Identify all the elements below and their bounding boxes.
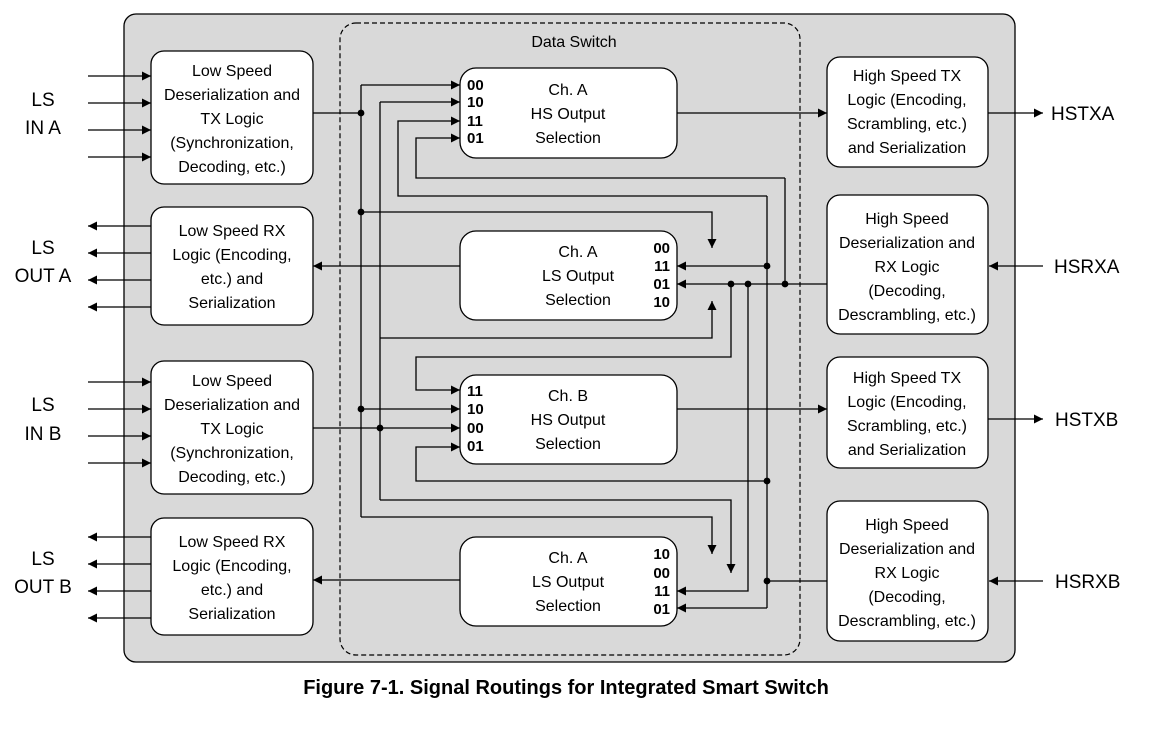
svg-text:Low Speed RX: Low Speed RX: [179, 534, 286, 551]
hstxb-label: HSTXB: [1055, 410, 1118, 431]
svg-text:Scrambling, etc.): Scrambling, etc.): [847, 418, 967, 435]
svg-text:TX Logic: TX Logic: [200, 111, 263, 128]
svg-text:TX Logic: TX Logic: [200, 421, 263, 438]
ls-in-a-label: LS: [31, 90, 54, 111]
svg-text:Low Speed RX: Low Speed RX: [179, 223, 286, 240]
hstxa-label: HSTXA: [1051, 104, 1115, 125]
svg-text:01: 01: [653, 601, 670, 618]
svg-text:Low Speed: Low Speed: [192, 373, 272, 390]
svg-text:Decoding, etc.): Decoding, etc.): [178, 469, 286, 486]
svg-text:01: 01: [467, 438, 484, 455]
ls-in-a-label-2: IN A: [25, 118, 61, 139]
svg-text:11: 11: [654, 258, 670, 275]
ch-b-hs-output-selection-mux: Ch. B HS Output Selection 11 10 00 01: [459, 374, 678, 465]
ls-out-b-label: LS: [31, 549, 54, 570]
svg-text:Deserialization and: Deserialization and: [164, 87, 300, 104]
svg-text:11: 11: [654, 583, 670, 600]
svg-text:00: 00: [653, 565, 670, 582]
ch-a-hs-output-selection-mux: Ch. A HS Output Selection 00 10 11 01: [459, 67, 678, 159]
svg-text:Ch. B: Ch. B: [548, 388, 588, 405]
svg-text:(Synchronization,: (Synchronization,: [170, 445, 294, 462]
svg-text:High Speed: High Speed: [865, 211, 949, 228]
svg-text:Descrambling, etc.): Descrambling, etc.): [838, 307, 976, 324]
svg-text:(Decoding,: (Decoding,: [868, 589, 945, 606]
ls-in-b-label-2: IN B: [25, 424, 62, 445]
ls-out-a-label: LS: [31, 238, 54, 259]
ch-a-ls-output-selection-mux: Ch. A LS Output Selection 00 11 01 10: [459, 230, 678, 321]
svg-text:Logic (Encoding,: Logic (Encoding,: [172, 247, 291, 264]
svg-text:and Serialization: and Serialization: [848, 140, 966, 157]
svg-text:High Speed TX: High Speed TX: [853, 68, 962, 85]
svg-text:01: 01: [653, 276, 670, 293]
svg-text:11: 11: [467, 113, 483, 130]
svg-text:Descrambling, etc.): Descrambling, etc.): [838, 613, 976, 630]
svg-text:Low Speed: Low Speed: [192, 63, 272, 80]
svg-text:High Speed: High Speed: [865, 517, 949, 534]
svg-text:LS Output: LS Output: [542, 268, 615, 285]
svg-text:10: 10: [653, 546, 670, 563]
ls-out-a-label-2: OUT A: [15, 266, 72, 287]
junction-dots: [357, 109, 789, 585]
hsrxb-label: HSRXB: [1055, 572, 1120, 593]
svg-text:RX Logic: RX Logic: [875, 259, 940, 276]
hs-deserialization-b-block: High Speed Deserialization and RX Logic …: [826, 500, 989, 642]
hs-deserialization-a-block: High Speed Deserialization and RX Logic …: [826, 194, 989, 335]
svg-text:Selection: Selection: [535, 598, 601, 615]
ls-deserialization-b-block: Low Speed Deserialization and TX Logic (…: [150, 360, 314, 495]
svg-text:RX Logic: RX Logic: [875, 565, 940, 582]
svg-text:Deserialization and: Deserialization and: [839, 235, 975, 252]
svg-text:10: 10: [653, 294, 670, 311]
svg-text:HS Output: HS Output: [531, 412, 606, 429]
svg-text:Logic (Encoding,: Logic (Encoding,: [847, 92, 966, 109]
svg-text:10: 10: [467, 94, 484, 111]
hs-tx-logic-a-block: High Speed TX Logic (Encoding, Scramblin…: [826, 56, 989, 168]
svg-text:and Serialization: and Serialization: [848, 442, 966, 459]
svg-text:etc.) and: etc.) and: [201, 582, 263, 599]
svg-text:Ch. A: Ch. A: [548, 82, 587, 99]
svg-text:High Speed TX: High Speed TX: [853, 370, 962, 387]
hs-tx-logic-b-block: High Speed TX Logic (Encoding, Scramblin…: [826, 356, 989, 469]
svg-text:HS Output: HS Output: [531, 106, 606, 123]
svg-text:11: 11: [467, 383, 483, 400]
svg-text:(Synchronization,: (Synchronization,: [170, 135, 294, 152]
ls-out-b-label-2: OUT B: [14, 577, 72, 598]
svg-text:LS Output: LS Output: [532, 574, 605, 591]
svg-text:Logic (Encoding,: Logic (Encoding,: [847, 394, 966, 411]
svg-text:Serialization: Serialization: [188, 606, 275, 623]
ls-rx-logic-b-block: Low Speed RX Logic (Encoding, etc.) and …: [150, 517, 314, 636]
svg-text:Ch. A: Ch. A: [548, 550, 587, 567]
svg-text:etc.) and: etc.) and: [201, 271, 263, 288]
svg-text:01: 01: [467, 130, 484, 147]
svg-text:Scrambling, etc.): Scrambling, etc.): [847, 116, 967, 133]
svg-text:(Decoding,: (Decoding,: [868, 283, 945, 300]
svg-text:Selection: Selection: [535, 436, 601, 453]
svg-text:Logic (Encoding,: Logic (Encoding,: [172, 558, 291, 575]
svg-text:Ch. A: Ch. A: [558, 244, 597, 261]
hsrxa-label: HSRXA: [1054, 257, 1120, 278]
svg-text:Serialization: Serialization: [188, 295, 275, 312]
svg-text:00: 00: [653, 240, 670, 257]
ls-in-b-label: LS: [31, 395, 54, 416]
figure-caption: Figure 7-1. Signal Routings for Integrat…: [303, 677, 829, 699]
svg-text:Deserialization and: Deserialization and: [839, 541, 975, 558]
svg-text:Decoding, etc.): Decoding, etc.): [178, 159, 286, 176]
ch-a-ls-output-selection-mux-2: Ch. A LS Output Selection 10 00 11 01: [459, 536, 678, 627]
svg-text:Selection: Selection: [545, 292, 611, 309]
svg-text:Deserialization and: Deserialization and: [164, 397, 300, 414]
data-switch-region: [339, 22, 801, 656]
ls-deserialization-a-block: Low Speed Deserialization and TX Logic (…: [150, 50, 314, 185]
svg-text:Selection: Selection: [535, 130, 601, 147]
svg-text:10: 10: [467, 401, 484, 418]
ls-rx-logic-a-block: Low Speed RX Logic (Encoding, etc.) and …: [150, 206, 314, 326]
data-switch-label: Data Switch: [531, 34, 616, 51]
svg-text:00: 00: [467, 420, 484, 437]
svg-text:00: 00: [467, 77, 484, 94]
